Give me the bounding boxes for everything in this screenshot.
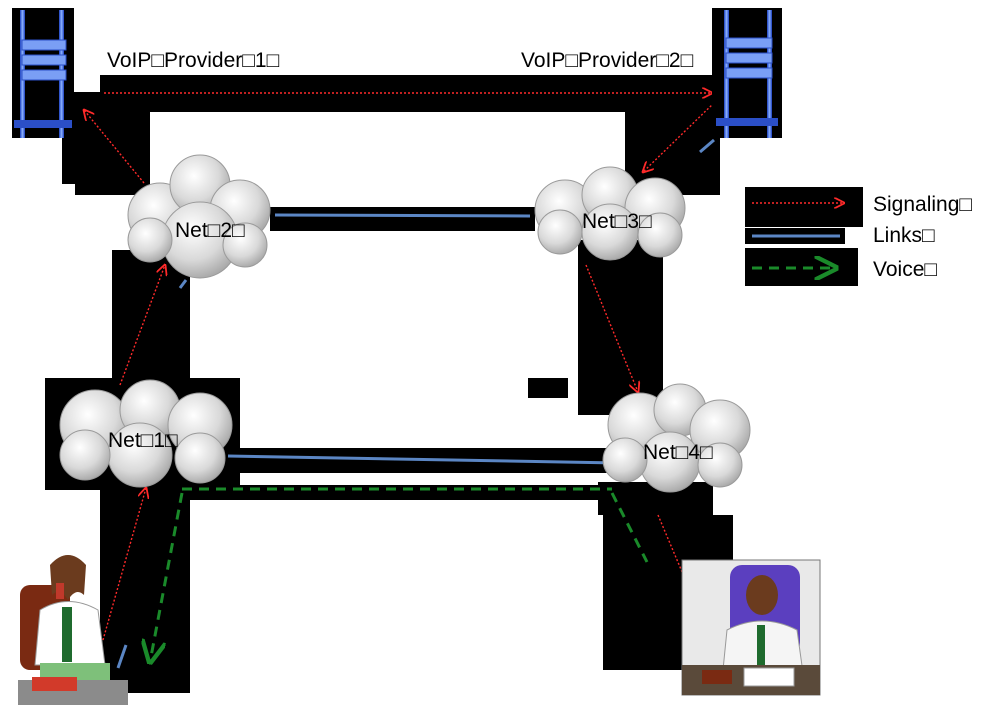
provider2-label: VoIP□Provider□2□ [521,49,694,72]
net2-label: Net□2□ [175,219,245,242]
net3-label: Net□3□ [582,210,652,233]
links-lines [116,138,715,669]
cloud-icon [534,166,686,261]
net4-label: Net□4□ [643,441,713,464]
cloud-icon [59,379,233,488]
woman-on-phone-icon [18,555,128,705]
provider1-label: VoIP□Provider□1□ [107,49,280,72]
legend-links-label: Links□ [873,224,935,247]
net1-label: Net□1□ [108,429,178,452]
cloud-icon [602,383,751,493]
legend-signaling-label: Signaling□ [873,193,972,216]
cloud-icon [127,154,271,279]
server-icon [12,8,74,138]
legend: Signaling□ Links□ Voice□ [745,187,972,286]
man-on-phone-icon [681,559,821,696]
server-icon [712,8,782,138]
legend-voice-label: Voice□ [873,258,937,281]
voice-lines [150,487,649,662]
